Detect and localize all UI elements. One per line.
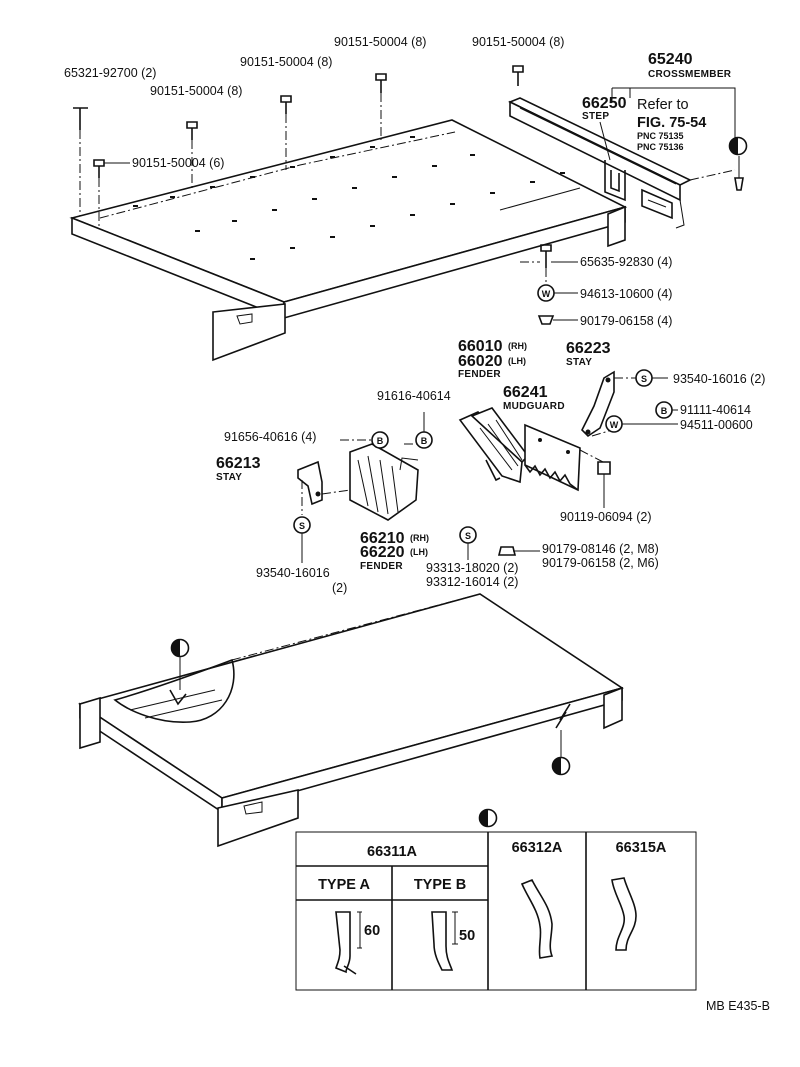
label-66250: 66250: [582, 95, 627, 112]
callout-half-circle-3: [551, 730, 571, 776]
label-93313: 93313-18020 (2): [426, 561, 518, 575]
leader-lines-upper: [599, 87, 736, 161]
callouts-middle: S B W B B S S: [293, 369, 678, 563]
label-66010: 66010: [458, 338, 503, 355]
label-93540-b: 93540-16016: [256, 566, 330, 580]
label-90151-b: 90151-50004 (8): [240, 55, 332, 69]
label-66241: 66241: [503, 384, 548, 401]
label-90179-b: 90179-08146 (2, M8): [542, 542, 659, 556]
label-66210-side: (RH): [410, 533, 429, 543]
table-type-a: TYPE A: [318, 877, 370, 893]
label-65321: 65321-92700 (2): [64, 66, 156, 80]
upper-fasteners: [73, 65, 578, 285]
label-step: STEP: [582, 111, 609, 122]
table-dim-60: 60: [364, 923, 380, 939]
callout-half-circle-4: [478, 808, 498, 828]
callout-w-1: W: [610, 420, 619, 430]
label-91111: 91111-40614: [680, 403, 751, 417]
label-90151-d: 90151-50004 (8): [472, 35, 564, 49]
deck-holes: [133, 136, 565, 260]
upper-deck: [69, 119, 628, 362]
label-65635: 65635-92830 (4): [580, 255, 672, 269]
table-dim-50: 50: [459, 928, 475, 944]
label-93540-b-qty: (2): [332, 581, 347, 595]
label-65240: 65240: [648, 51, 693, 68]
label-91656: 91656-40616 (4): [224, 430, 316, 444]
lower-deck: [78, 593, 624, 848]
callout-half-circle-2: [170, 638, 190, 690]
callout-s-3: S: [465, 531, 471, 541]
label-66220: 66220: [360, 544, 405, 561]
label-93540-a: 93540-16016 (2): [673, 372, 765, 386]
footer-code: MB E435-B: [706, 999, 770, 1013]
stay-left: [297, 460, 351, 515]
label-66020-side: (LH): [508, 356, 526, 366]
callout-b-1: B: [661, 406, 668, 416]
label-91616: 91616-40614: [377, 389, 451, 403]
label-fender-2: FENDER: [360, 561, 403, 572]
label-66020: 66020: [458, 353, 503, 370]
washer-nut: W: [537, 284, 578, 325]
label-90119: 90119-06094 (2): [560, 510, 652, 524]
label-66010-side: (RH): [508, 341, 527, 351]
label-stay-1: STAY: [566, 357, 592, 368]
callout-b-2: B: [377, 436, 384, 446]
callout-b-3: B: [421, 436, 428, 446]
label-fender-1: FENDER: [458, 369, 501, 380]
label-90151-e: 90151-50004 (6): [132, 156, 224, 170]
callout-half-circle-1: [689, 136, 748, 191]
label-94511: 94511-00600: [680, 418, 753, 432]
label-mudguard: MUDGUARD: [503, 401, 565, 412]
label-crossmember: CROSSMEMBER: [648, 69, 732, 80]
label-refer-to: Refer to: [637, 97, 689, 113]
label-90179-c: 90179-06158 (2, M6): [542, 556, 659, 570]
label-90179-a: 90179-06158 (4): [580, 314, 672, 328]
label-66223: 66223: [566, 340, 611, 357]
crossmember-step: [508, 97, 692, 229]
table-header-66311a: 66311A: [367, 844, 418, 860]
callout-s-2: S: [299, 521, 305, 531]
stay-right: [581, 370, 638, 438]
label-pnc-75135: PNC 75135: [637, 131, 684, 141]
label-fig-ref: FIG. 75-54: [637, 115, 706, 131]
label-66213: 66213: [216, 455, 261, 472]
label-90151-c: 90151-50004 (8): [334, 35, 426, 49]
table-header-66312a: 66312A: [512, 840, 563, 856]
label-66220-side: (LH): [410, 547, 428, 557]
variant-table: [295, 831, 697, 991]
label-93312: 93312-16014 (2): [426, 575, 518, 589]
label-stay-2: STAY: [216, 472, 242, 483]
table-header-66315a: 66315A: [616, 840, 667, 856]
label-pnc-75136: PNC 75136: [637, 142, 684, 152]
mudguard: [524, 423, 604, 492]
label-94613: 94613-10600 (4): [580, 287, 672, 301]
fender-right: [458, 407, 530, 484]
callout-s-1: S: [641, 374, 647, 384]
label-66210: 66210: [360, 530, 405, 547]
label-90151-a: 90151-50004 (8): [150, 84, 242, 98]
fender-left: [340, 439, 419, 521]
washer-callout-w: W: [542, 289, 551, 299]
table-type-b: TYPE B: [414, 877, 466, 893]
